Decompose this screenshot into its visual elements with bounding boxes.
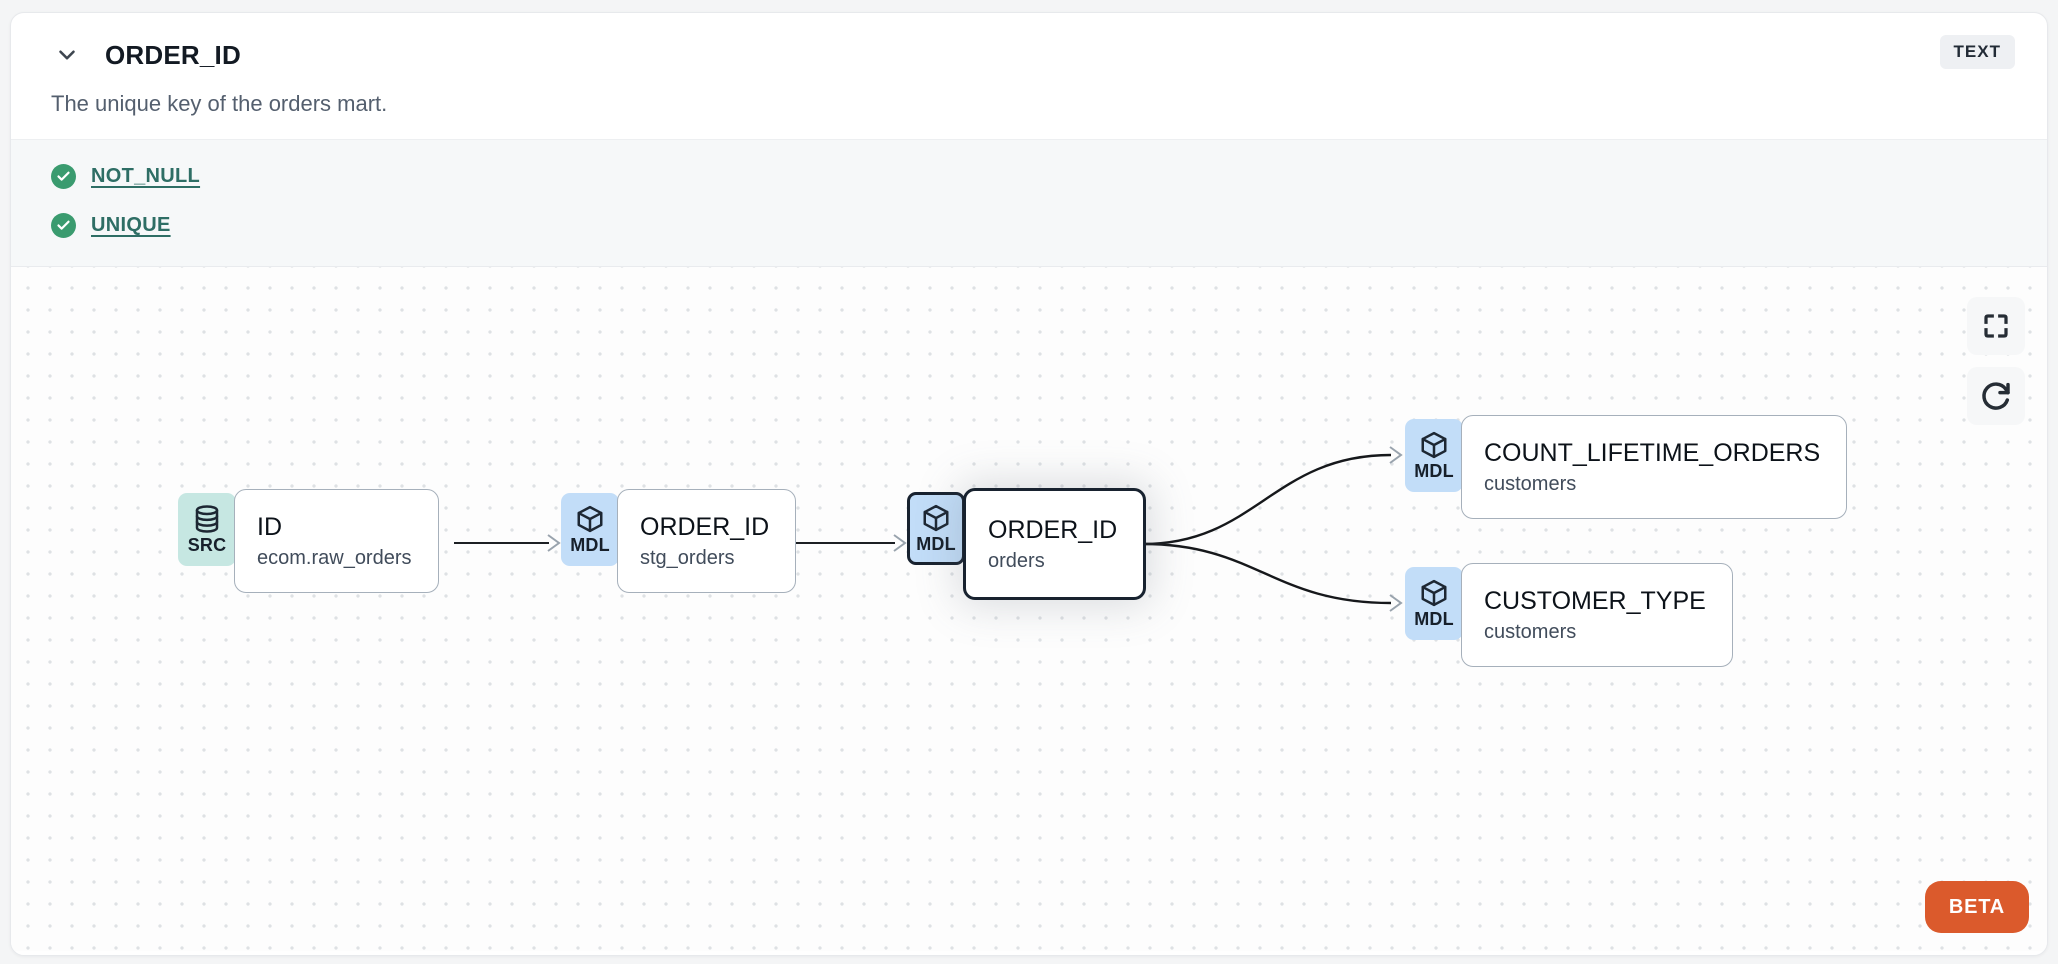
cube-icon: [923, 504, 949, 531]
column-details-card: ORDER_ID TEXT The unique key of the orde…: [10, 12, 2048, 956]
node-kind-label: MDL: [1414, 608, 1454, 629]
column-type-badge: TEXT: [1939, 35, 2015, 69]
node-subtitle: customers: [1484, 472, 1577, 495]
test-row: UNIQUE: [51, 213, 2007, 238]
node-kind-label: MDL: [916, 533, 956, 554]
test-pass-icon: [51, 213, 76, 238]
database-icon: [195, 504, 219, 533]
refresh-button[interactable]: [1967, 367, 2025, 425]
node-subtitle: stg_orders: [640, 546, 735, 569]
node-title: CUSTOMER_TYPE: [1484, 586, 1706, 615]
node-kind-tab: MDL: [1405, 419, 1463, 492]
node-body: ORDER_ID orders: [963, 488, 1147, 600]
header: ORDER_ID TEXT The unique key of the orde…: [11, 13, 2047, 117]
title-row: ORDER_ID TEXT: [51, 35, 2017, 73]
beta-badge: BETA: [1924, 881, 2029, 933]
node-title: ORDER_ID: [988, 515, 1118, 544]
edge: [1142, 542, 1392, 605]
node-kind-tab: SRC: [178, 493, 236, 566]
canvas-controls: [1967, 297, 2025, 425]
chevron-down-icon: [59, 50, 75, 60]
lineage-edges: [454, 446, 1403, 612]
test-link-unique[interactable]: UNIQUE: [91, 214, 171, 236]
node-subtitle: ecom.raw_orders: [257, 546, 412, 569]
fullscreen-button[interactable]: [1967, 297, 2025, 355]
node-body: COUNT_LIFETIME_ORDERS customers: [1461, 415, 1848, 519]
fullscreen-icon: [1984, 314, 2008, 338]
edge-arrowhead: [547, 534, 561, 552]
cube-icon: [1421, 431, 1447, 458]
node-subtitle: customers: [1484, 620, 1577, 643]
node-kind-label: SRC: [187, 534, 227, 555]
test-row: NOT_NULL: [51, 164, 2007, 189]
edge-arrowhead: [1389, 446, 1403, 464]
test-pass-icon: [51, 164, 76, 189]
node-kind-tab: MDL: [907, 492, 965, 565]
node-body: ORDER_ID stg_orders: [617, 489, 797, 593]
cube-icon: [577, 505, 603, 532]
node-title: ORDER_ID: [640, 512, 770, 541]
edge: [1142, 453, 1392, 546]
node-kind-label: MDL: [1414, 460, 1454, 481]
node-title: COUNT_LIFETIME_ORDERS: [1484, 438, 1821, 467]
test-link-not-null[interactable]: NOT_NULL: [91, 165, 201, 187]
node-kind-tab: MDL: [1405, 567, 1463, 640]
node-body: CUSTOMER_TYPE customers: [1461, 563, 1733, 667]
collapse-toggle-button[interactable]: [51, 39, 83, 71]
edge-arrowhead: [1389, 594, 1403, 612]
lineage-canvas[interactable]: SRC ID ecom.raw_orders MDL ORDER_ID stg_…: [11, 267, 2047, 951]
column-description: The unique key of the orders mart.: [51, 91, 388, 116]
node-kind-label: MDL: [570, 534, 610, 555]
node-kind-tab: MDL: [561, 493, 619, 566]
edge-arrowhead: [893, 534, 907, 552]
tests-section: NOT_NULL UNIQUE: [11, 139, 2047, 267]
node-body: ID ecom.raw_orders: [234, 489, 439, 593]
page-title: ORDER_ID: [105, 39, 241, 70]
refresh-icon: [1982, 382, 2010, 410]
node-title: ID: [257, 512, 282, 541]
cube-icon: [1421, 579, 1447, 606]
node-subtitle: orders: [988, 549, 1045, 572]
